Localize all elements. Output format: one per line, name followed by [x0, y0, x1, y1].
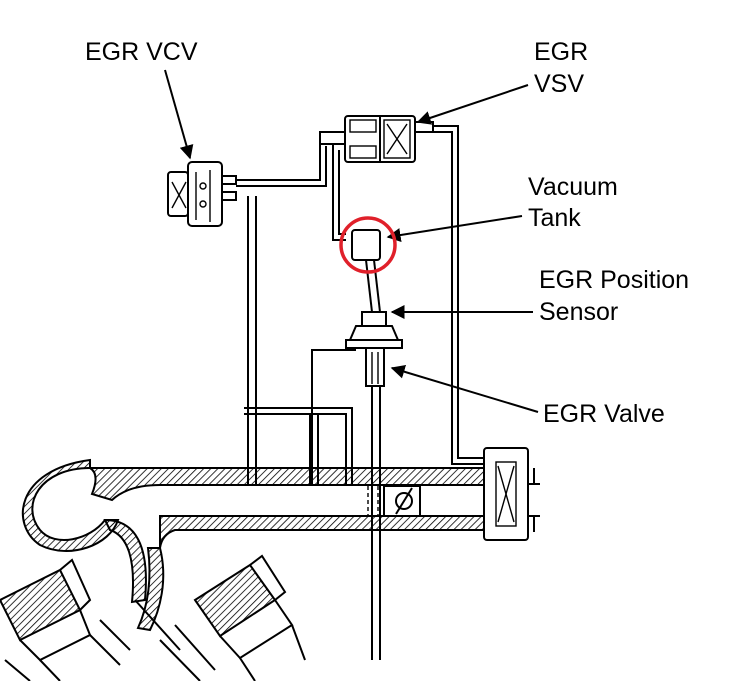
egr-vsv-arrow [416, 84, 529, 125]
vacuum-tank-highlight-circle [339, 216, 397, 274]
vacuum-tank-label-line1: Vacuum [528, 173, 618, 201]
egr-vsv-label-line1: EGR [534, 38, 588, 66]
egr-vcv-component [167, 161, 237, 227]
egr-valve-arrow [390, 364, 539, 413]
egr-position-sensor-label-line1: EGR Position [539, 266, 689, 294]
vacuum-lines [236, 125, 484, 485]
engine-cylinders [0, 554, 306, 681]
vacuum-tank-label-line2: Tank [528, 204, 581, 232]
egr-vcv-label: EGR VCV [85, 38, 198, 66]
vacuum-tank-arrow [386, 215, 523, 242]
egr-position-sensor-label-line2: Sensor [539, 298, 618, 326]
egr-valve-label: EGR Valve [543, 400, 665, 428]
egr-vcv-arrow [164, 69, 194, 160]
egr-position-sensor-component [345, 311, 403, 349]
egr-vsv-label-line2: VSV [534, 70, 584, 98]
egr-vsv-component [319, 115, 434, 163]
intake-manifold [21, 447, 540, 632]
vacuum-tank-component [339, 216, 397, 274]
egr-valve-component [365, 347, 385, 660]
